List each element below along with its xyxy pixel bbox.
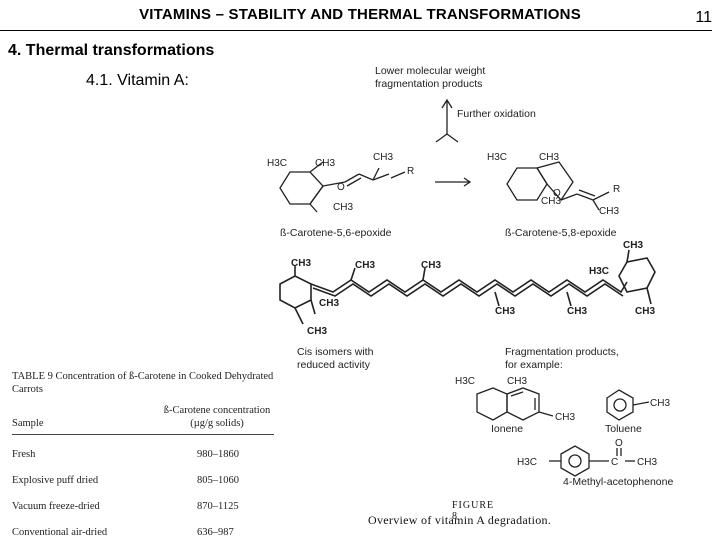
col-conc-header: ß-Carotene concentration (µg/g solids) xyxy=(157,404,277,430)
cis-label-line1: Cis isomers with xyxy=(297,346,374,358)
frag-label-line2: for example: xyxy=(505,359,563,371)
h3c-label: H3C xyxy=(267,158,287,169)
row-conc: 980–1860 xyxy=(197,449,239,460)
ch3-label: CH3 xyxy=(599,206,619,217)
ch3-label: CH3 xyxy=(333,202,353,213)
toluene-label: Toluene xyxy=(605,423,642,435)
oxidation-arrow xyxy=(435,98,459,143)
table-header: Sample ß-Carotene concentration (µg/g so… xyxy=(12,404,274,430)
row-sample: Fresh xyxy=(12,449,36,460)
reaction-arrow xyxy=(435,177,472,187)
c-label: C xyxy=(611,457,618,468)
ch3-label: CH3 xyxy=(635,306,655,317)
ch3-label: CH3 xyxy=(637,457,657,468)
o-label: O xyxy=(337,182,345,193)
epoxide-56-label: ß-Carotene-5,6-epoxide xyxy=(280,227,392,239)
col-conc-line2: (µg/g solids) xyxy=(190,418,244,429)
table-row: Conventional air-dried 636–987 xyxy=(12,519,274,545)
table-divider xyxy=(12,434,274,435)
table-caption-line2: Carrots xyxy=(12,384,43,395)
col-sample-header: Sample xyxy=(12,418,44,429)
carotene-table: TABLE 9 Concentration of ß-Carotene in C… xyxy=(12,370,274,545)
ch3-label: CH3 xyxy=(541,196,561,207)
h3c-label: H3C xyxy=(455,376,475,387)
table-row: Explosive puff dried 805–1060 xyxy=(12,467,274,493)
subsection-heading: 4.1. Vitamin A: xyxy=(86,72,189,89)
ch3-label: CH3 xyxy=(623,240,643,251)
ch3-label: CH3 xyxy=(507,376,527,387)
ch3-label: CH3 xyxy=(291,258,311,269)
frag-label-line1: Fragmentation products, xyxy=(505,346,619,358)
h3c-label: H3C xyxy=(487,152,507,163)
toluene-structure xyxy=(606,389,650,421)
row-conc: 636–987 xyxy=(197,527,234,538)
page-number: 11 xyxy=(695,9,712,26)
r-label: R xyxy=(407,166,414,177)
epoxide-58-label: ß-Carotene-5,8-epoxide xyxy=(505,227,617,239)
r-label: R xyxy=(613,184,620,195)
row-sample: Explosive puff dried xyxy=(12,475,99,486)
epoxide-58-structure xyxy=(506,161,610,211)
top-label-line1: Lower molecular weight xyxy=(375,65,485,77)
ch3-label: CH3 xyxy=(315,158,335,169)
figure-number: FIGURE 8 xyxy=(452,500,495,522)
top-label-line2: fragmentation products xyxy=(375,78,482,90)
further-oxidation-label: Further oxidation xyxy=(457,108,536,120)
methylacetophenone-structure xyxy=(549,445,635,477)
h3c-label: H3C xyxy=(589,266,609,277)
table-caption-line1: TABLE 9 Concentration of ß-Carotene in C… xyxy=(12,371,274,382)
ch3-label: CH3 xyxy=(495,306,515,317)
ch3-label: CH3 xyxy=(539,152,559,163)
ch3-label: CH3 xyxy=(421,260,441,271)
beta-carotene-structure xyxy=(279,249,656,325)
cis-label-line2: reduced activity xyxy=(297,359,371,371)
table-row: Fresh 980–1860 xyxy=(12,441,274,467)
header-rule xyxy=(0,30,712,31)
row-sample: Conventional air-dried xyxy=(12,527,108,538)
h3c-label: H3C xyxy=(517,457,537,468)
row-conc: 870–1125 xyxy=(197,501,239,512)
ch3-label: CH3 xyxy=(355,260,375,271)
ionene-structure xyxy=(476,387,554,421)
epoxide-56-structure xyxy=(279,161,406,213)
table-row: Vacuum freeze-dried 870–1125 xyxy=(12,493,274,519)
figure-caption: Overview of vitamin A degradation. xyxy=(368,513,552,527)
ionene-label: Ionene xyxy=(491,423,523,435)
ch3-label: CH3 xyxy=(555,412,575,423)
ch3-label: CH3 xyxy=(373,152,393,163)
ch3-label: CH3 xyxy=(307,326,327,337)
o-label: O xyxy=(553,188,561,199)
col-conc-line1: ß-Carotene concentration xyxy=(163,405,271,416)
ch3-label: CH3 xyxy=(319,298,339,309)
row-conc: 805–1060 xyxy=(197,475,239,486)
row-sample: Vacuum freeze-dried xyxy=(12,501,100,512)
vitamin-a-degradation-figure: Lower molecular weight fragmentation pro… xyxy=(267,65,673,488)
ch3-label: CH3 xyxy=(650,398,670,409)
slide-title: VITAMINS – STABILITY AND THERMAL TRANSFO… xyxy=(139,6,581,23)
ch3-label: CH3 xyxy=(567,306,587,317)
section-heading: 4. Thermal transformations xyxy=(8,42,215,59)
methylacetophenone-label: 4-Methyl-acetophenone xyxy=(563,476,673,488)
o-label: O xyxy=(615,438,623,449)
